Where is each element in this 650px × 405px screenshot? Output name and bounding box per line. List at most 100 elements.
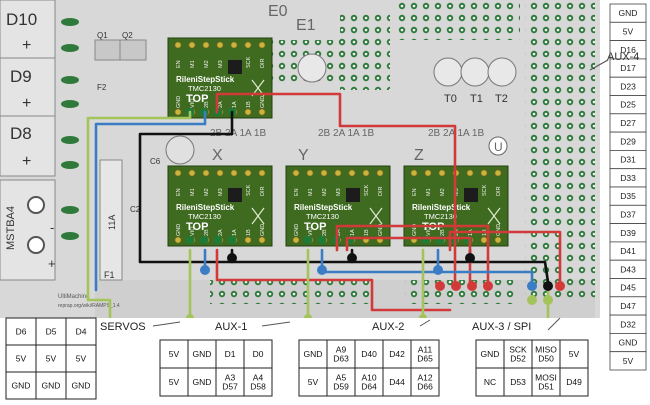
- aux4-pin-label: D47: [620, 301, 636, 311]
- aux4-pin: D45: [609, 278, 647, 298]
- pin-cell-label: A10: [361, 373, 376, 383]
- driver-pin-label: M1: [190, 188, 196, 196]
- driver-pin-label: GND: [412, 224, 418, 236]
- pin-cell-label: 5V: [16, 354, 27, 364]
- axis-label-z: Z: [414, 147, 424, 164]
- wire-red-top: [215, 92, 457, 288]
- aux4-pin: D41: [609, 241, 647, 261]
- driver-pin-label: 2A: [336, 229, 342, 236]
- driver-model: TMC2130: [306, 212, 339, 221]
- driver-pin-label: GND: [260, 224, 266, 236]
- terminal-plus-3: +: [22, 153, 31, 170]
- wire-red-y: [335, 224, 490, 288]
- pin-cell-label: D64: [361, 382, 377, 392]
- terminal-label-d9: D9: [10, 67, 32, 86]
- pin-cell-label: D58: [250, 382, 266, 392]
- part-t0: T0: [444, 93, 457, 105]
- part-11a: 11A: [107, 215, 117, 230]
- aux4-pin: 5V: [609, 21, 647, 41]
- pin-cell-label: A4: [253, 373, 264, 383]
- pin-cell-label: D53: [510, 377, 526, 387]
- coil-label-e0: 2B 2A 1A 1B: [210, 128, 266, 139]
- header-field-e1: [340, 10, 390, 90]
- axis-label-u: U: [494, 140, 503, 154]
- pin-cell-label: D63: [333, 354, 349, 364]
- pin-cell-label: MISO: [535, 345, 557, 355]
- aux4-pin-label: GND: [619, 8, 638, 18]
- driver-brand: RileniStepStick: [294, 203, 353, 212]
- aux4-pin: D32: [609, 314, 647, 334]
- driver-pin-label: DIR: [378, 187, 384, 197]
- driver-pin-label: M2: [204, 188, 210, 196]
- wire-end-dots: [186, 253, 565, 322]
- driver-pin-label: 2B: [440, 229, 446, 236]
- aux4-pin-label: D17: [620, 63, 636, 73]
- driver-pin-label: GND: [176, 96, 182, 108]
- aux4-pin-label: D43: [620, 264, 636, 274]
- driver-pin-label: M3: [454, 188, 460, 196]
- driver-pin-label: GND: [260, 96, 266, 108]
- pin-cell-label: 5V: [569, 349, 580, 359]
- aux4-pin-label: D23: [620, 81, 636, 91]
- credit-line-1: UltiMachine: [58, 294, 90, 300]
- axis-label-y: Y: [298, 147, 309, 164]
- part-t2: T2: [495, 93, 508, 105]
- part-q1: Q1: [97, 31, 108, 40]
- pin-cell-label: D52: [510, 354, 526, 364]
- aux4-pin-label: D32: [620, 319, 636, 329]
- driver-brand: RileniStepStick: [412, 203, 471, 212]
- driver-pin-label: 1B: [246, 229, 252, 236]
- pin-cell-label: 5V: [46, 354, 57, 364]
- driver-pin-label: M2: [440, 188, 446, 196]
- driver-pin-label: M2: [322, 188, 328, 196]
- pin-cell-label: D51: [538, 382, 554, 392]
- driver-pin-label: M1: [426, 188, 432, 196]
- terminal-plus-1: +: [22, 37, 31, 54]
- aux4-pin-label: D37: [620, 209, 636, 219]
- aux4-pin: D27: [609, 113, 647, 133]
- pin-cell-label: NC: [484, 377, 496, 387]
- pin-cell-label: 5V: [308, 377, 319, 387]
- wire-red-lower: [215, 248, 452, 312]
- header-field-row-lower: [210, 280, 370, 304]
- pin-cell-label: 5V: [169, 349, 180, 359]
- terminal-plus-2: +: [22, 95, 31, 112]
- terminal-plus-power: +: [48, 256, 56, 271]
- wire-blue-y: [320, 248, 534, 290]
- driver-pin-label: GND: [496, 224, 502, 236]
- driver-pin-label: 2B: [322, 229, 328, 236]
- driver-pin-label: 1B: [364, 229, 370, 236]
- driver-pin-label: SCK: [364, 184, 370, 196]
- coil-label-y: 2B 2A 1A 1B: [318, 128, 374, 139]
- aux4-pin: D35: [609, 186, 647, 206]
- driver-top-label: TOP: [304, 221, 326, 233]
- aux4-pin-label: D31: [620, 155, 636, 165]
- terminal-minus: -: [50, 220, 54, 235]
- driver-pin-label: M3: [336, 188, 342, 196]
- aux4-pin: 5V: [609, 351, 647, 371]
- driver-pin-label: DIR: [260, 59, 266, 69]
- driver-pin-label: GND: [176, 224, 182, 236]
- aux4-pin-label: 5V: [623, 26, 634, 36]
- driver-pin-label: VIO: [308, 226, 314, 236]
- thermistor-area: T0 T1 T2: [297, 53, 517, 156]
- driver-pin-label: SCK: [246, 184, 252, 196]
- pin-cell-label: D5: [46, 327, 57, 337]
- pointer-aux2: [419, 319, 431, 327]
- pin-cell-label: A3: [225, 373, 236, 383]
- pin-cell-label: D57: [222, 382, 238, 392]
- label-aux3: AUX-3 / SPI: [472, 321, 531, 333]
- wiring: [86, 92, 562, 320]
- aux4-pin-label: D16: [620, 45, 636, 55]
- header-field-top: [395, 0, 520, 40]
- driver-pin-label: 1A: [232, 229, 238, 236]
- aux4-header: GND5VD16D17D23D25D27D29D31D33D35D37D39D4…: [609, 3, 647, 371]
- wire-black-main: [138, 110, 550, 284]
- part-t1: T1: [470, 93, 483, 105]
- driver-pin-label: EN: [294, 188, 300, 196]
- driver-pin-label: EN: [412, 188, 418, 196]
